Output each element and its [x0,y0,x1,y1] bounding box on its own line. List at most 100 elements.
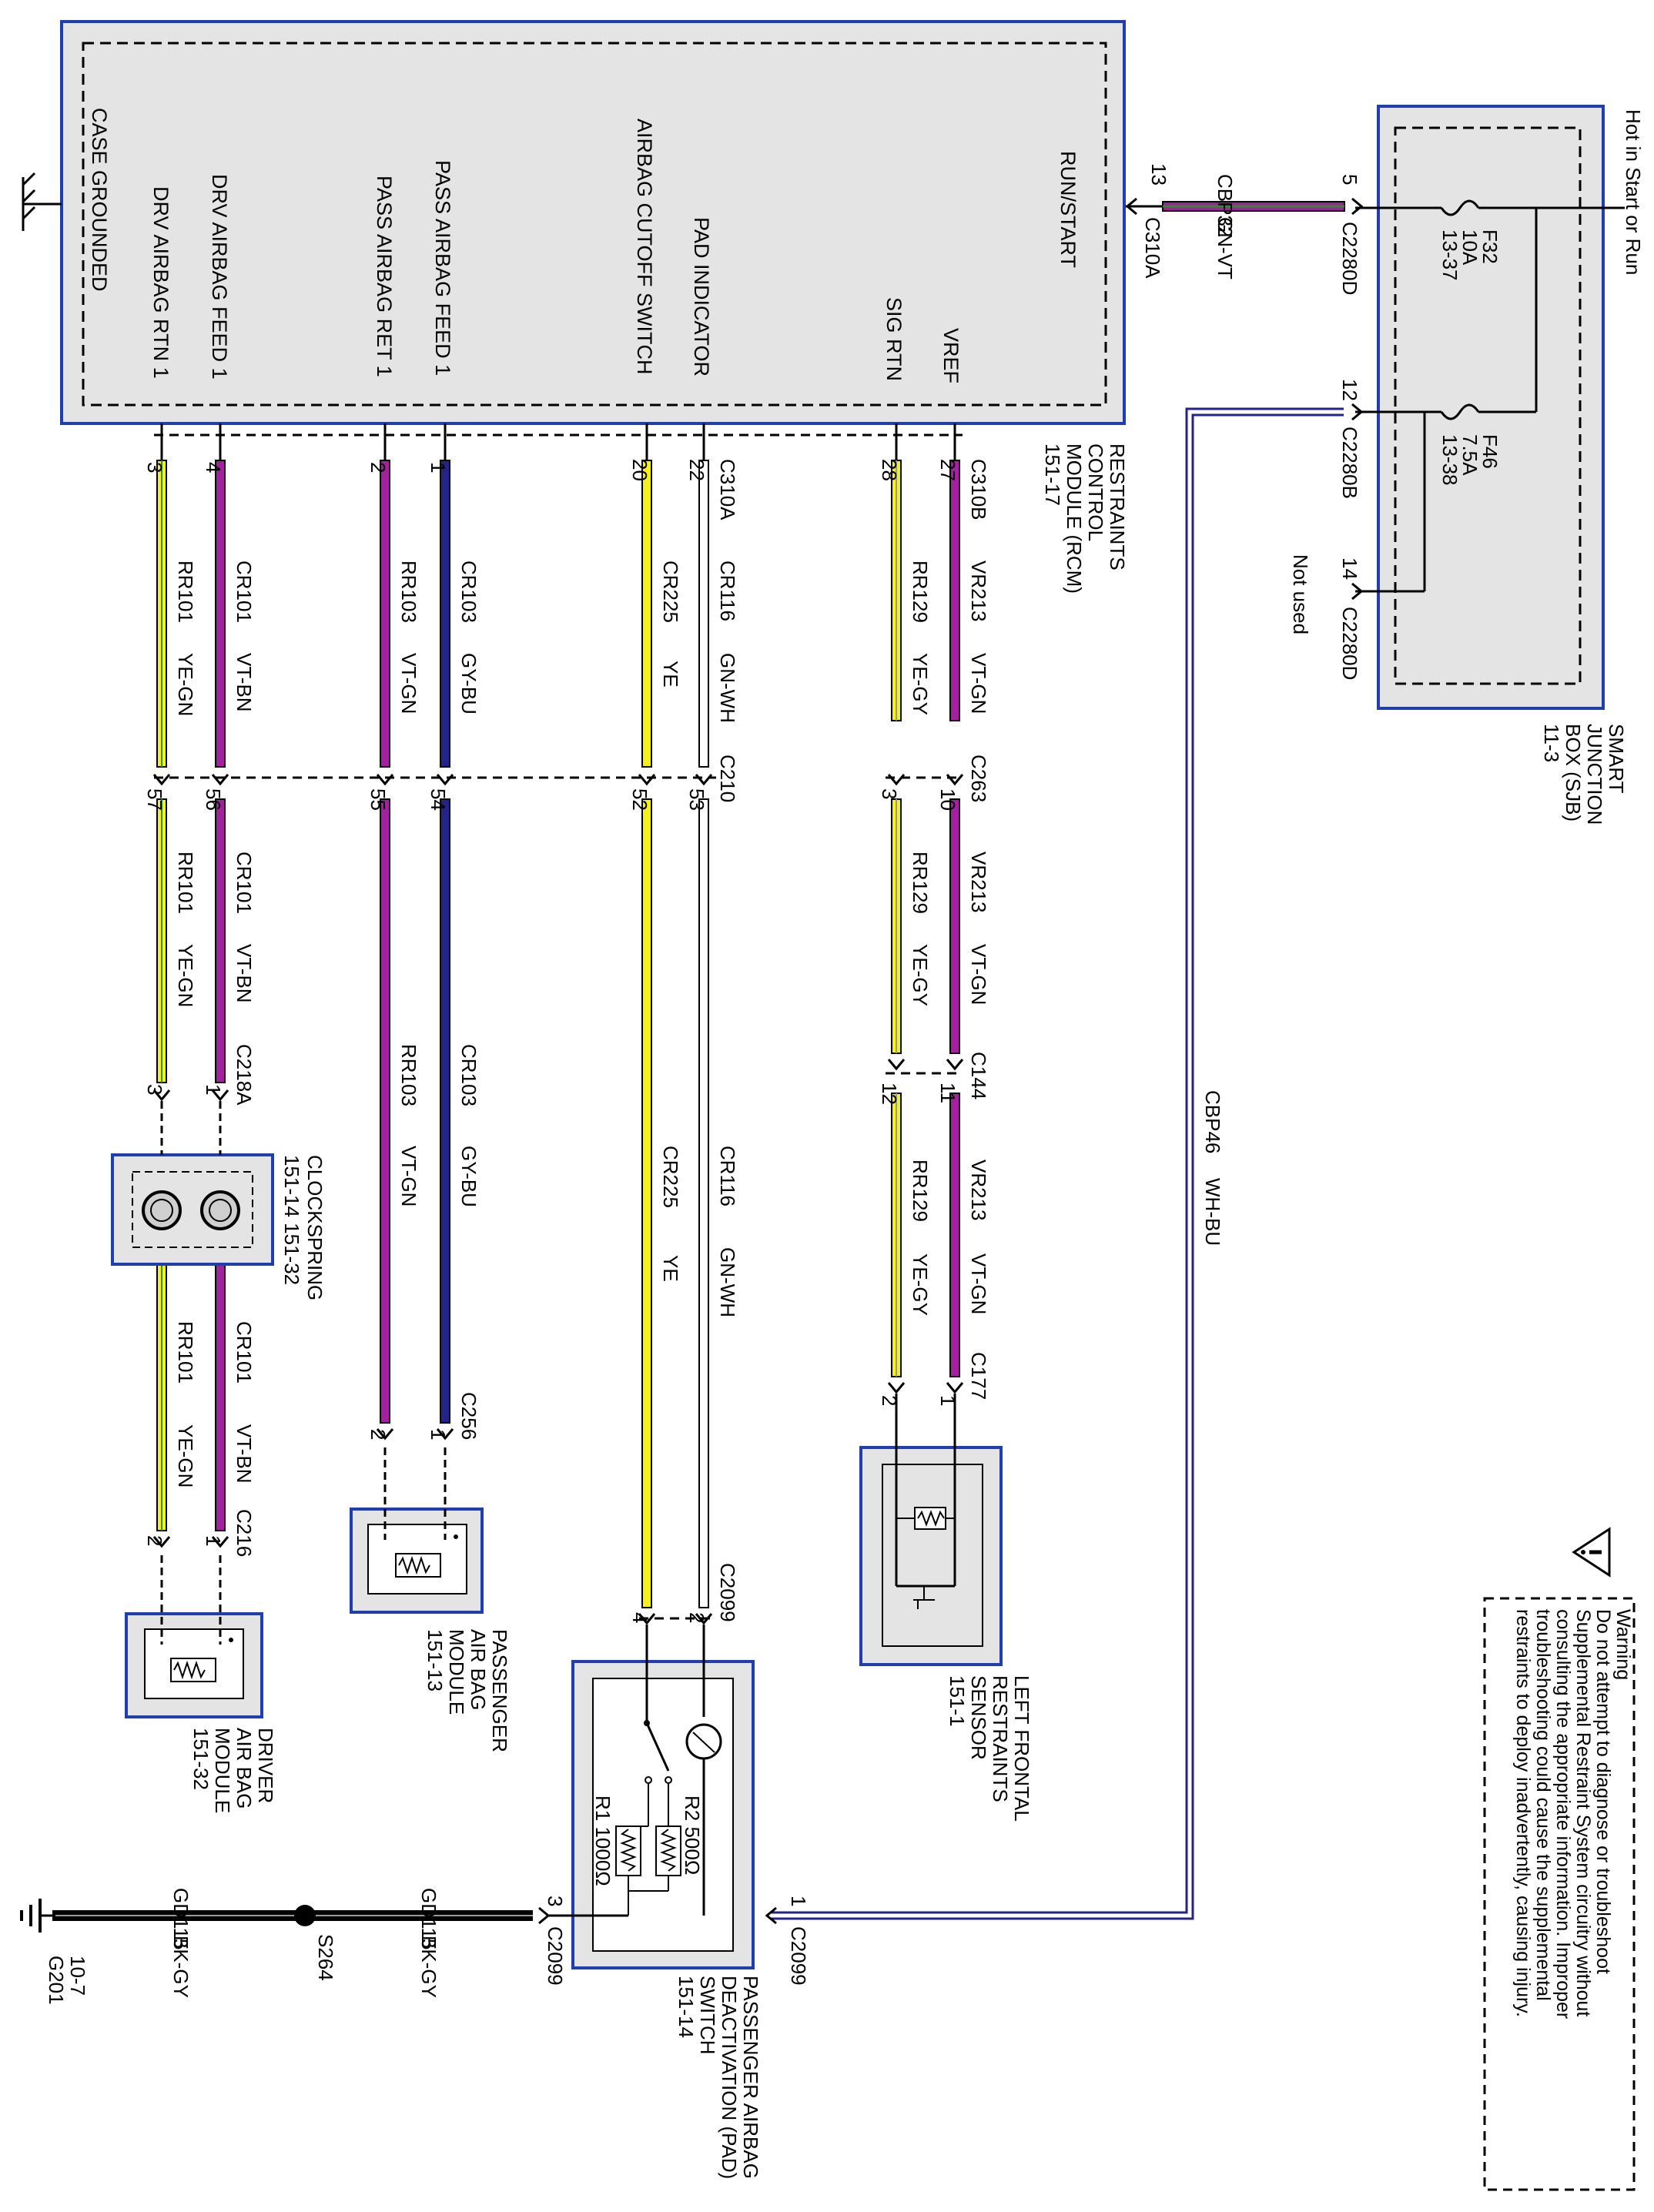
circuit-gn-wh-2: GN-WH [716,1247,739,1317]
circuit-gy-bu-2: GY-BU [457,1146,480,1207]
circuit-bk-gy-b: BK-GY [169,1936,193,1998]
circuit-cr225-2: CR225 [659,1146,682,1208]
driver-airbag-module [125,1555,263,1718]
pin-2-pab: 2 [367,462,390,473]
pin-2-c177: 2 [878,1395,901,1406]
circuit-cr103-2: CR103 [457,1044,480,1106]
conn-c2280b: C2280B [1338,427,1361,499]
rcm-box [60,20,1126,425]
pin-13: 13 [1147,163,1170,186]
circuit-cr103-1: CR103 [457,561,480,623]
pin-22-label: 22 [685,459,708,481]
circuit-cr101-1: CR101 [233,561,256,623]
circuit-cr101-3: CR101 [233,1321,256,1384]
circuit-ye-gy-2: YE-GY [909,944,932,1006]
pin-5: 5 [1338,174,1361,185]
circuit-rr101-3: RR101 [174,1321,197,1384]
circuit-vt-gn-rr103-1: VT-GN [397,653,420,714]
wire-cbp32 [1126,201,1345,212]
circuit-ye-gn-2: YE-GN [174,944,197,1007]
warning-line-5: restraints to deploy inadvertently, caus… [1512,1609,1534,2017]
circuit-rr103-2: RR103 [397,1044,420,1106]
pab-title: PASSENGERAIR BAGMODULE151-13 [424,1629,511,1752]
conn-c2099-top: C2099 [716,1563,739,1622]
clockspring-refs: 151-14 151-32 [280,1155,303,1285]
circuit-ye-gn-1: YE-GN [174,653,197,716]
circuit-vt-bn-3: VT-BN [233,1424,256,1484]
conn-c177: C177 [967,1352,990,1400]
conn-c256: C256 [457,1392,480,1440]
circuit-gn-vt: GN-VT [1214,217,1237,279]
conn-c144: C144 [967,1052,990,1099]
circuit-vt-bn-2: VT-BN [233,944,256,1003]
pin-4-dab: 4 [202,462,225,473]
rcm-title: RESTRAINTS CONTROL MODULE (RCM) 151-17 [1041,443,1129,599]
circuit-cr101-2: CR101 [233,852,256,914]
rcm-title-l3: MODULE (RCM) [1063,443,1086,594]
circuit-ye-gn-3: YE-GN [174,1424,197,1487]
pin-14: 14 [1338,557,1361,580]
r2-label: R2 500Ω [681,1795,704,1875]
wire-rr101 [156,460,167,1531]
wire-cr225 [641,460,652,1608]
connector-chevrons [152,197,1364,1925]
circuit-gd115-b: GD115 [169,1888,193,1949]
pin-1-pab: 1 [427,462,450,473]
circuit-rr101-2: RR101 [174,852,197,914]
ground-g201-label: G20110-7 [45,1956,89,2005]
connector-dash-lines [154,433,963,1620]
pin-3-dab: 3 [143,462,166,473]
circuit-vr213-3: VR213 [967,1160,990,1221]
clockspring-coil-icon [200,1190,240,1230]
pin-56: 56 [202,788,225,811]
circuit-cbp46: CBP46 [1201,1090,1224,1153]
conn-c2099-left: C2099 [544,1926,567,1986]
sjb-f32-label: F3210A13-37 [1438,229,1502,281]
pin-28-label: 28 [878,459,901,481]
circuit-cr225-1: CR225 [659,561,682,623]
splice-s264-icon [294,1905,316,1926]
pin-cutoff-label: AIRBAG CUTOFF SWITCH [633,119,656,375]
pin-1-c216: 1 [202,1535,225,1546]
fuse-f46-icon [1440,403,1480,420]
wire-cr116 [698,460,709,1608]
circuit-ye-gy-1: YE-GY [909,653,932,715]
dab-title: DRIVERAIR BAGMODULE151-32 [189,1728,277,1813]
wire-cr101 [215,460,226,1531]
pin-drv-rtn-label: DRV AIRBAG RTN 1 [149,186,172,379]
circuit-vt-bn-1: VT-BN [233,653,256,712]
pin-11: 11 [936,1083,959,1103]
circuit-rr103-1: RR103 [397,561,420,623]
sjb-hot-label: Hot in Start or Run [1622,109,1645,275]
splice-s264-label: S264 [314,1934,337,1981]
circuit-bk-gy-a: BK-GY [417,1936,440,1998]
pin-12-c144: 12 [878,1083,901,1105]
warning-line-4: troubleshooting could cause the suppleme… [1532,1609,1554,2001]
pin-52: 52 [628,788,651,811]
circuit-vt-gn-rr103-2: VT-GN [397,1146,420,1206]
pin-20-label: 20 [628,459,651,481]
pin-57: 57 [143,788,166,811]
circuit-cr116-1: CR116 [716,561,739,621]
circuit-rr129-1: RR129 [909,561,932,623]
conn-c263: C263 [967,755,990,802]
circuit-gn-wh-1: GN-WH [716,653,739,723]
circuit-cbp32: CBP32 [1214,174,1237,237]
r1-label: R1 1000Ω [591,1795,614,1886]
fuse-f32-icon [1440,199,1480,216]
circuit-rr101-1: RR101 [174,561,197,623]
passenger-airbag-module [350,1447,484,1614]
pin-sig-rtn-label: SIG RTN [882,297,906,381]
circuit-ye-gy-3: YE-GY [909,1253,932,1316]
conn-c210: C210 [716,755,739,802]
pin-1-c218a: 1 [202,1084,225,1095]
resistor-icon [914,1507,946,1530]
case-ground-label: CASE GROUNDED [88,108,111,292]
circuit-vr213-2: VR213 [967,852,990,913]
pad-title: PASSENGER AIRBAGDEACTIVATION (PAD)SWITCH… [675,1976,762,2179]
pin-2-c216: 2 [143,1535,166,1546]
conn-c218a: C218A [233,1044,256,1106]
warning-box [1483,1527,1636,2191]
